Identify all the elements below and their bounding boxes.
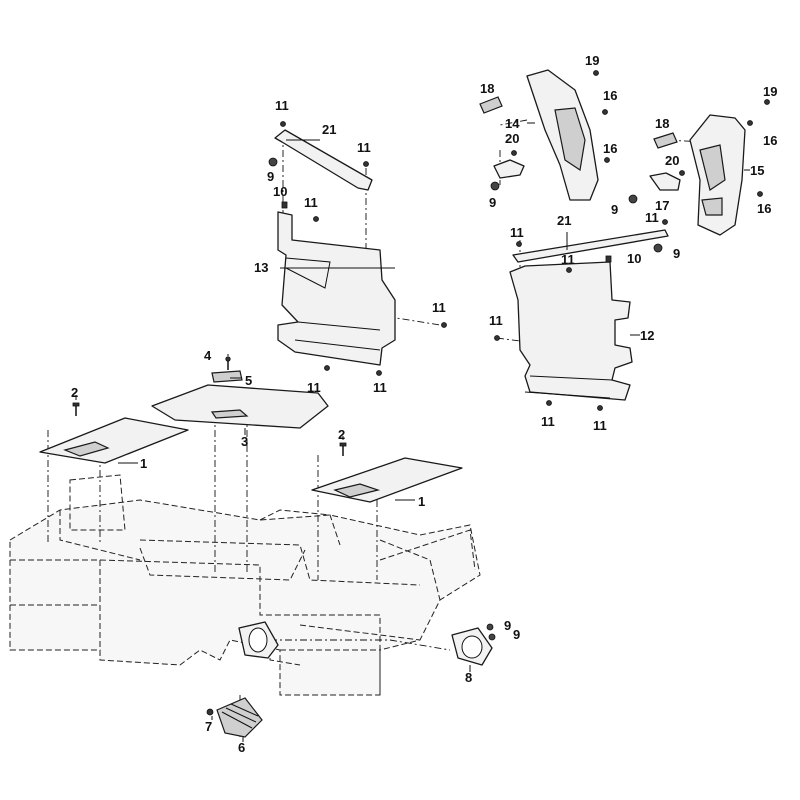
callout-10-a: 10: [273, 184, 287, 199]
callout-8: 8: [465, 670, 472, 685]
callout-16-d: 16: [757, 201, 771, 216]
part-15-upper-right-trim: [689, 114, 746, 236]
callout-11-j: 11: [541, 414, 555, 429]
part-7-screw: [206, 708, 214, 716]
part-17-bracket: [649, 172, 681, 191]
part-18-spacer-left: [479, 96, 503, 114]
callout-21-a: 21: [322, 122, 336, 137]
part-21-right-brace: [512, 229, 669, 263]
part-13-left-side-panel: [277, 211, 396, 366]
callout-9-a: 9: [267, 169, 274, 184]
callout-13: 13: [254, 260, 268, 275]
callout-19-a: 19: [585, 53, 599, 68]
callout-11-l: 11: [645, 210, 659, 225]
callout-18-a: 18: [480, 81, 494, 96]
callout-leaders: [75, 122, 750, 742]
callout-6: 6: [238, 740, 245, 755]
callout-2-left: 2: [71, 385, 78, 400]
callout-21-b: 21: [557, 213, 571, 228]
callout-20-b: 20: [665, 153, 679, 168]
part-14-upper-left-trim: [526, 69, 599, 201]
part-9-nuts: [268, 157, 663, 641]
callout-2-right: 2: [338, 427, 345, 442]
callout-11-f: 11: [373, 380, 387, 395]
callout-1-left: 1: [140, 456, 147, 471]
callout-15: 15: [750, 163, 764, 178]
callout-16-b: 16: [603, 141, 617, 156]
part-20-bracket-left: [493, 159, 525, 179]
callout-18-b: 18: [655, 116, 669, 131]
part-19-screws: [593, 70, 770, 105]
part-16-screws: [602, 109, 763, 197]
callout-9-e: 9: [504, 618, 511, 633]
part-6-grille: [216, 697, 263, 738]
part-11-fasteners: [280, 121, 668, 411]
callout-14: 14: [505, 116, 520, 131]
callout-11-k: 11: [593, 418, 607, 433]
part-1-right-panel: [311, 457, 463, 503]
part-18-spacer-right: [653, 132, 678, 149]
part-5-cover-plate: [211, 370, 243, 383]
callout-17: 17: [655, 198, 669, 213]
callout-11-g: 11: [510, 225, 524, 240]
callout-16-c: 16: [763, 133, 777, 148]
callout-3: 3: [241, 434, 248, 449]
vehicle-frame: [9, 474, 481, 696]
vent-duct-left: [238, 621, 279, 659]
callout-11-b: 11: [357, 140, 371, 155]
part-3-center-panel: [151, 384, 329, 429]
part-8-vent-duct: [451, 627, 493, 666]
callout-11-d: 11: [432, 300, 446, 315]
callout-19-b: 19: [763, 84, 777, 99]
callout-11-c: 11: [304, 195, 318, 210]
callout-labels: 1 1 2 2 3 4 5 6 7 8 9 9 9 9 9 9 10 10 11…: [71, 53, 777, 755]
callout-9-f: 9: [513, 627, 520, 642]
part-12-right-side-panel: [509, 261, 633, 401]
callout-9-b: 9: [489, 195, 496, 210]
callout-7: 7: [205, 719, 212, 734]
part-10-clips: [281, 201, 612, 263]
callout-9-d: 9: [673, 246, 680, 261]
callout-16-a: 16: [603, 88, 617, 103]
part-4-screw: [225, 356, 231, 370]
part-1-left-panel: [39, 417, 189, 464]
callout-20-a: 20: [505, 131, 519, 146]
callout-9-c: 9: [611, 202, 618, 217]
callout-12: 12: [640, 328, 654, 343]
callout-4: 4: [204, 348, 212, 363]
callout-10-b: 10: [627, 251, 641, 266]
part-2-screw-left: [72, 402, 80, 416]
part-21-left-brace: [274, 129, 373, 191]
callout-11-e: 11: [307, 380, 321, 395]
callout-5: 5: [245, 373, 252, 388]
callout-11-a: 11: [275, 98, 289, 113]
callout-11-h: 11: [561, 252, 575, 267]
callout-1-right: 1: [418, 494, 425, 509]
part-20-pins: [511, 150, 685, 176]
callout-11-i: 11: [489, 313, 503, 328]
part-2-screw-right: [339, 442, 347, 456]
